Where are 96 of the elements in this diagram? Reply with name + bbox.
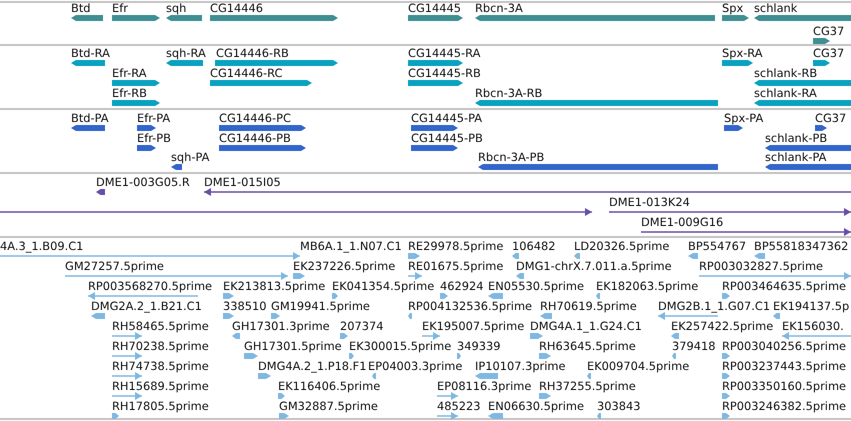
feature-label: Rbcn-3A-RB bbox=[475, 86, 542, 100]
feature-label: DME1-009G16 bbox=[641, 215, 724, 229]
feature-label: EP04003.3prime bbox=[368, 359, 462, 373]
feature-label: Btd bbox=[71, 1, 91, 15]
feature-label: DMG2A.2_1.B21.C1 bbox=[91, 299, 202, 313]
feature-label: Spx bbox=[722, 1, 744, 15]
feature-label: RH37255.5prime bbox=[539, 379, 636, 393]
feature-label: RP003040256.5prime bbox=[722, 339, 846, 353]
feature-label: RP003464635.5prime bbox=[722, 279, 846, 293]
feature-label: Efr-RA bbox=[112, 66, 147, 80]
feature-label: schlank-PA bbox=[765, 150, 826, 164]
feature-label: sqh-PA bbox=[171, 150, 210, 164]
feature-label: RP003237443.5prime bbox=[722, 359, 846, 373]
feature-label: CG37 bbox=[813, 46, 844, 60]
feature-label: CG37 bbox=[813, 24, 844, 38]
feature-label: RP003032827.5prime bbox=[699, 259, 824, 273]
feature-label: DME1-013K24 bbox=[609, 195, 690, 209]
feature-label: GH17301.3prime bbox=[232, 319, 330, 333]
feature-label: CG14446-PC bbox=[219, 111, 291, 125]
feature-label: EK041354.5prime bbox=[332, 279, 434, 293]
feature-label: 349339 bbox=[457, 339, 500, 353]
feature-label: sqh-RA bbox=[166, 46, 206, 60]
feature-label: RH74738.5prime bbox=[112, 359, 209, 373]
feature-label: CG14446 bbox=[210, 1, 264, 15]
feature-label: 207374 bbox=[340, 319, 384, 333]
feature-label: EK156030. bbox=[782, 319, 844, 333]
feature-label: EN06630.5prime bbox=[488, 399, 584, 413]
feature-label: GM27257.5prime bbox=[65, 259, 164, 273]
feature-label: Rbcn-3A bbox=[475, 1, 523, 15]
feature-label: schlank-RA bbox=[754, 86, 817, 100]
feature-label: 106482 bbox=[512, 239, 556, 253]
feature-label: RP003350160.5prime bbox=[722, 379, 846, 393]
feature-label: RH70619.5prime bbox=[540, 299, 637, 313]
feature-label: CG14445-PB bbox=[411, 131, 483, 145]
feature-label: RP004132536.5prime bbox=[408, 299, 532, 313]
feature-label: schlank bbox=[754, 1, 798, 15]
feature-label: EK257422.5prime bbox=[671, 319, 774, 333]
feature-label: Spx-RA bbox=[722, 46, 763, 60]
feature-label: CG14445-PA bbox=[411, 111, 482, 125]
feature-label: DMG1-chrX.7.011.a.5prime bbox=[516, 259, 672, 273]
feature-label: Efr bbox=[112, 1, 128, 15]
feature-label: RE29978.5prime bbox=[408, 239, 504, 253]
feature-label: GM32887.5prime bbox=[279, 399, 378, 413]
feature-label: CG37 bbox=[815, 111, 846, 125]
feature-label: BP55818347362 bbox=[754, 239, 848, 253]
feature-label: EK116406.5prime bbox=[278, 379, 380, 393]
feature-label: EK182063.5prime bbox=[596, 279, 698, 293]
feature-label: CG14445-RB bbox=[408, 66, 481, 80]
feature-label: DMG4A.1_1.G24.C1 bbox=[530, 319, 642, 333]
feature-label: MB6A.1_1.N07.C1 bbox=[300, 239, 402, 253]
feature-label: CG14446-RB bbox=[216, 46, 289, 60]
feature-label: BP554767 bbox=[688, 239, 746, 253]
feature-label: EK009704.5prime bbox=[587, 359, 690, 373]
feature-label: CG14446-RC bbox=[210, 66, 282, 80]
feature-label: DME1-015I05 bbox=[204, 175, 281, 189]
feature-label: 338510 bbox=[223, 299, 266, 313]
feature-label: RP003568270.5prime bbox=[88, 279, 212, 293]
feature-label: Btd-PA bbox=[71, 111, 109, 125]
feature-label: IP10107.3prime bbox=[475, 359, 566, 373]
feature-label: RH70238.5prime bbox=[112, 339, 209, 353]
feature-label: RH17805.5prime bbox=[112, 399, 209, 413]
feature-label: Efr-PA bbox=[137, 111, 170, 125]
feature-label: DME1-003G05.R bbox=[96, 175, 190, 189]
feature-label: EK237226.5prime bbox=[293, 259, 396, 273]
feature-label: schlank-RB bbox=[754, 66, 818, 80]
feature-label: EK195007.5prime bbox=[422, 319, 524, 333]
feature-label: DMG2B.1_1.G07.C1 bbox=[658, 299, 770, 313]
feature-label: EN05530.5prime bbox=[488, 279, 584, 293]
feature-label: Efr-RB bbox=[112, 86, 148, 100]
feature-label: Efr-PB bbox=[137, 131, 171, 145]
feature-label: EK213813.5prime bbox=[223, 279, 326, 293]
feature-label: Spx-PA bbox=[724, 111, 764, 125]
feature-label: 303843 bbox=[597, 399, 640, 413]
feature-label: EK194137.5p bbox=[773, 299, 850, 313]
feature-label: RH58465.5prime bbox=[112, 319, 209, 333]
feature-label: 379418 bbox=[672, 339, 716, 353]
feature-label: sqh bbox=[166, 1, 186, 15]
feature-label: RH15689.5prime bbox=[112, 379, 209, 393]
feature-label: LD20326.5prime bbox=[574, 239, 670, 253]
feature-label: 462924 bbox=[440, 279, 484, 293]
feature-label: EP08116.3prime bbox=[437, 379, 532, 393]
feature-label: CG14445 bbox=[408, 1, 462, 15]
feature-label: Btd-RA bbox=[71, 46, 110, 60]
feature-label: RH63645.5prime bbox=[539, 339, 636, 353]
feature-label: CG14446-PB bbox=[219, 131, 291, 145]
feature-label: GH17301.5prime bbox=[244, 339, 342, 353]
feature-label: RE01675.5prime bbox=[408, 259, 504, 273]
feature-label: DMG4A.2_1.P18.F1 bbox=[258, 359, 366, 373]
feature-label: RP003246382.5prime bbox=[722, 399, 846, 413]
feature-label: schlank-PB bbox=[765, 131, 828, 145]
feature-label: GM19941.5prime bbox=[271, 299, 370, 313]
feature-label: 485223 bbox=[437, 399, 480, 413]
feature-label: EK300015.5prime bbox=[349, 339, 452, 353]
feature-label: 4A.3_1.B09.C1 bbox=[0, 239, 84, 253]
feature-label: Rbcn-3A-PB bbox=[478, 150, 544, 164]
feature-label: CG14445-RA bbox=[408, 46, 480, 60]
